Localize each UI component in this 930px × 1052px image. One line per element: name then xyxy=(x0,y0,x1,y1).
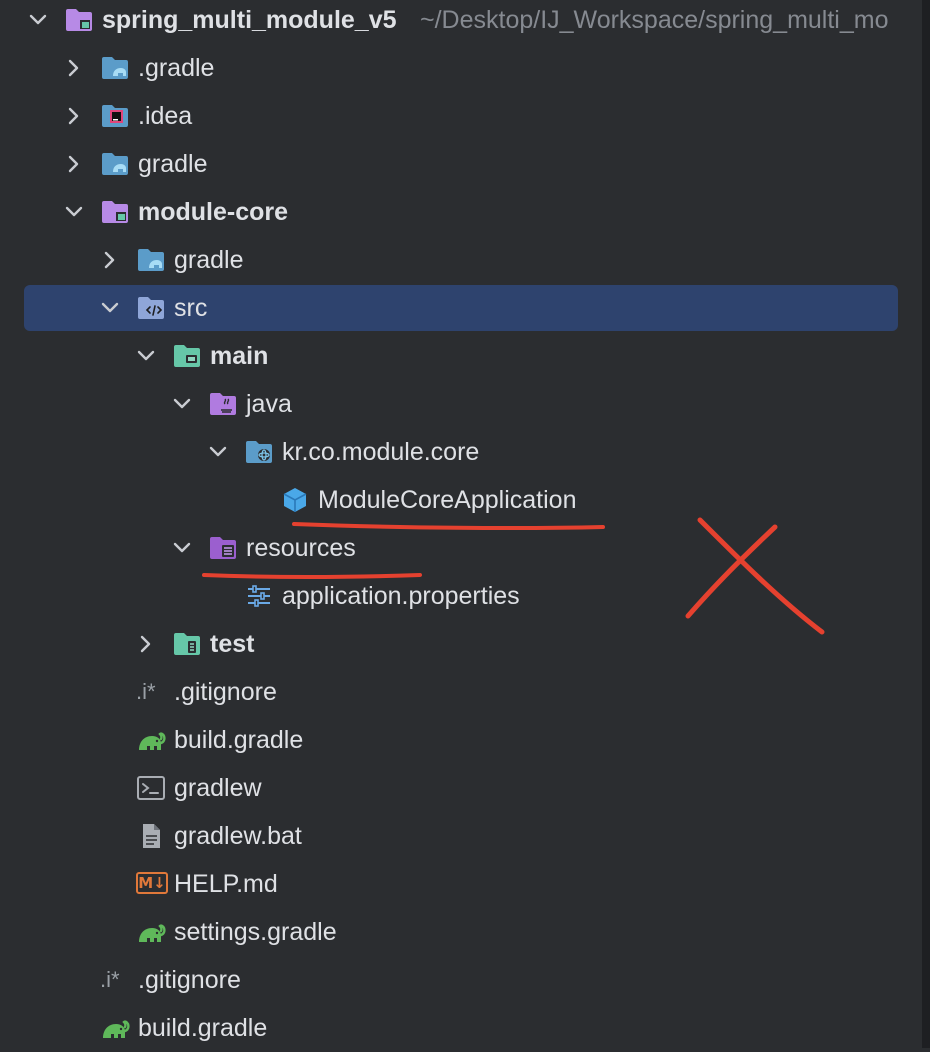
tree-item-label: src xyxy=(174,294,208,322)
gradle-elephant-icon xyxy=(139,732,166,750)
tree-item-label: gradlew.bat xyxy=(174,822,302,850)
chevron-right-icon[interactable] xyxy=(134,632,158,656)
tree-row-root-build-gradle[interactable]: build.gradle xyxy=(0,1004,922,1052)
tree-row-test[interactable]: test xyxy=(0,620,922,668)
tree-row-module-core-application[interactable]: ModuleCoreApplication xyxy=(0,476,922,524)
markdown-icon: M↓ xyxy=(136,872,168,894)
chevron-down-icon[interactable] xyxy=(26,8,50,32)
test-folder-icon xyxy=(174,633,200,655)
tree-row-src[interactable]: src xyxy=(0,284,922,332)
folder-icon xyxy=(174,345,200,367)
gradle-folder-icon xyxy=(102,153,128,175)
tree-row-gitignore[interactable]: .i* .gitignore xyxy=(0,668,922,716)
chevron-down-icon[interactable] xyxy=(98,296,122,320)
tree-item-label: java xyxy=(246,390,292,418)
tree-row-resources[interactable]: resources xyxy=(0,524,922,572)
chevron-right-icon[interactable] xyxy=(62,104,86,128)
chevron-down-icon[interactable] xyxy=(170,536,194,560)
tree-row-root-gitignore[interactable]: .i* .gitignore xyxy=(0,956,922,1004)
idea-folder-icon xyxy=(102,105,128,127)
root-path-label: ~/Desktop/IJ_Workspace/spring_multi_mo xyxy=(420,6,889,34)
tree-item-label: .gitignore xyxy=(174,678,277,706)
tree-item-label: .idea xyxy=(138,102,193,130)
gradle-elephant-icon xyxy=(103,1020,130,1038)
chevron-down-icon[interactable] xyxy=(206,440,230,464)
tree-item-label: .gitignore xyxy=(138,966,241,994)
tree-row-module-gradle[interactable]: gradle xyxy=(0,236,922,284)
tree-row-main[interactable]: main xyxy=(0,332,922,380)
selection-highlight xyxy=(24,285,898,331)
tree-item-label: gradle xyxy=(174,246,244,274)
chevron-right-icon[interactable] xyxy=(98,248,122,272)
chevron-down-icon[interactable] xyxy=(170,392,194,416)
tree-row-gradlew[interactable]: gradlew xyxy=(0,764,922,812)
chevron-down-icon[interactable] xyxy=(62,200,86,224)
tree-item-label: .gradle xyxy=(138,54,215,82)
tree-item-label: HELP.md xyxy=(174,870,278,898)
module-folder-icon xyxy=(102,201,128,223)
gradle-folder-icon xyxy=(102,57,128,79)
tree-item-label: application.properties xyxy=(282,582,520,610)
tree-row-java[interactable]: java xyxy=(0,380,922,428)
tree-item-label: build.gradle xyxy=(174,726,304,754)
tree-row-root[interactable]: spring_multi_module_v5 ~/Desktop/IJ_Work… xyxy=(0,0,922,44)
properties-file-icon xyxy=(248,585,270,607)
spring-package-folder-icon xyxy=(246,441,272,463)
tree-row-gradlew-bat[interactable]: gradlew.bat xyxy=(0,812,922,860)
tree-item-label: kr.co.module.core xyxy=(282,438,480,466)
module-folder-icon xyxy=(66,9,92,31)
gitignore-icon: .i* xyxy=(136,679,156,704)
chevron-right-icon[interactable] xyxy=(62,56,86,80)
tree-item-label: settings.gradle xyxy=(174,918,337,946)
tree-row-dot-gradle[interactable]: .gradle xyxy=(0,44,922,92)
tree-row-package[interactable]: kr.co.module.core xyxy=(0,428,922,476)
tree-item-label: build.gradle xyxy=(138,1014,268,1042)
tree-row-application-properties[interactable]: application.properties xyxy=(0,572,922,620)
text-file-icon xyxy=(143,824,160,848)
scrollbar-track[interactable] xyxy=(922,0,930,1048)
resources-folder-icon xyxy=(210,537,236,559)
source-root-folder-icon xyxy=(138,297,164,319)
chevron-right-icon[interactable] xyxy=(62,152,86,176)
tree-row-idea[interactable]: .idea xyxy=(0,92,922,140)
tree-row-gradle[interactable]: gradle xyxy=(0,140,922,188)
tree-item-label: gradle xyxy=(138,150,208,178)
tree-row-build-gradle[interactable]: build.gradle xyxy=(0,716,922,764)
tree-row-help-md[interactable]: M↓ HELP.md xyxy=(0,860,922,908)
terminal-script-icon xyxy=(137,776,165,800)
java-source-folder-icon xyxy=(210,393,236,415)
tree-item-label: module-core xyxy=(138,198,289,226)
tree-row-settings-gradle[interactable]: settings.gradle xyxy=(0,908,922,956)
chevron-down-icon[interactable] xyxy=(134,344,158,368)
spring-bean-class-icon xyxy=(283,488,307,512)
tree-item-label: main xyxy=(210,342,269,370)
tree-item-label: gradlew xyxy=(174,774,262,802)
tree-item-label: ModuleCoreApplication xyxy=(318,486,577,514)
tree-item-label: resources xyxy=(246,534,356,562)
gradle-elephant-icon xyxy=(139,924,166,942)
gitignore-icon: .i* xyxy=(100,967,120,992)
gradle-folder-icon xyxy=(138,249,164,271)
root-module-label: spring_multi_module_v5 xyxy=(102,6,397,34)
tree-item-label: test xyxy=(210,630,255,658)
tree-row-module-core[interactable]: module-core xyxy=(0,188,922,236)
